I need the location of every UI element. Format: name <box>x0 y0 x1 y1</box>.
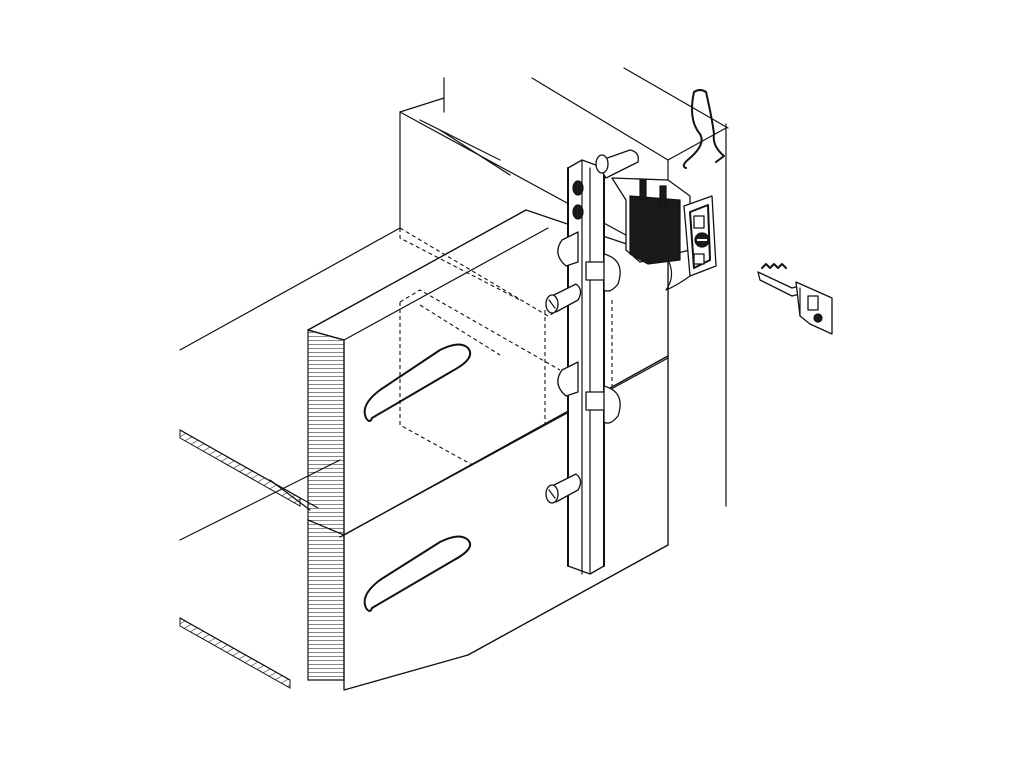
key-icon <box>757 263 833 335</box>
screw-icon <box>572 180 584 196</box>
screw-icon <box>572 204 584 220</box>
pin-icon <box>545 473 582 504</box>
catch-plates <box>557 231 621 424</box>
drawer-handle-slot-lower <box>363 535 472 612</box>
drawer-runners <box>179 227 401 689</box>
locking-pins <box>545 283 582 504</box>
spring-clip-icon <box>682 89 725 169</box>
pin-icon <box>545 283 582 314</box>
drawer-handle-slot-upper <box>363 343 472 422</box>
cam-lock-assembly <box>595 149 717 291</box>
